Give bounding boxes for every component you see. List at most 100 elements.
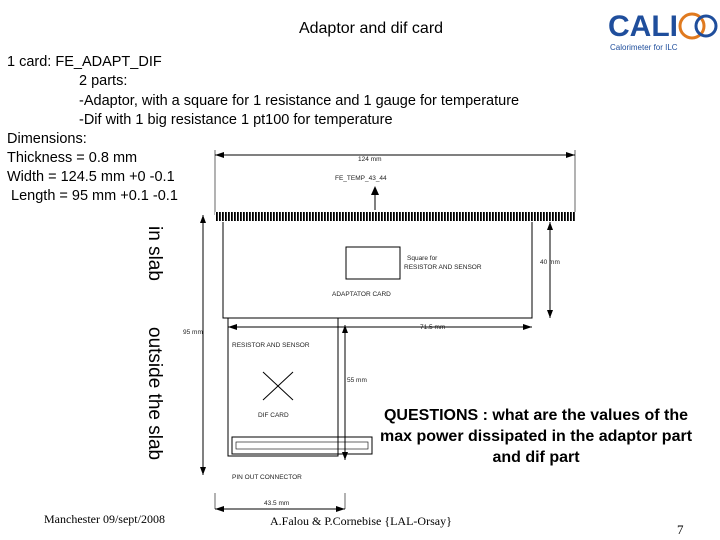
edge-pin [390, 212, 392, 221]
dimensions-heading: Dimensions: [7, 131, 87, 147]
edge-pin [459, 212, 461, 221]
edge-pin [273, 212, 275, 221]
edge-pin [543, 212, 545, 221]
edge-pin [333, 212, 335, 221]
edge-pin [537, 212, 539, 221]
edge-pin [318, 212, 320, 221]
edge-pin [243, 212, 245, 221]
edge-pin [321, 212, 323, 221]
edge-pin [288, 212, 290, 221]
edge-pin [384, 212, 386, 221]
slide-title: Adaptor and dif card [298, 20, 444, 37]
edge-pin [495, 212, 497, 221]
edge-pin [507, 212, 509, 221]
edge-pin [381, 212, 383, 221]
edge-pin [516, 212, 518, 221]
edge-pin [330, 212, 332, 221]
edge-pin [570, 212, 572, 221]
edge-pin [231, 212, 233, 221]
edge-pin [396, 212, 398, 221]
edge-pin [522, 212, 524, 221]
edge-pin [405, 212, 407, 221]
edge-pins [216, 212, 575, 221]
edge-pin [468, 212, 470, 221]
in-slab-label: in slab [144, 226, 165, 281]
edge-pin [222, 212, 224, 221]
edge-pin [246, 212, 248, 221]
edge-pin [462, 212, 464, 221]
edge-pin [282, 212, 284, 221]
edge-pin [267, 212, 269, 221]
edge-pin [573, 212, 575, 221]
edge-pin [450, 212, 452, 221]
dif-card-label: DIF CARD [258, 412, 289, 419]
edge-pin [258, 212, 260, 221]
edge-pin [300, 212, 302, 221]
edge-pin [432, 212, 434, 221]
top-dimension-label: 124 mm [358, 156, 381, 163]
parts-line: 2 parts: [79, 73, 128, 89]
edge-pin [423, 212, 425, 221]
edge-pin [234, 212, 236, 221]
bottom-dimension-label: 43.5 mm [264, 500, 289, 507]
edge-pin [348, 212, 350, 221]
dif-dimension-label: 55 mm [347, 377, 367, 384]
edge-pin [438, 212, 440, 221]
width-line: Width = 124.5 mm +0 -0.1 [7, 169, 175, 185]
edge-pin [420, 212, 422, 221]
edge-pin [489, 212, 491, 221]
edge-pin [492, 212, 494, 221]
edge-pin [555, 212, 557, 221]
edge-pin [528, 212, 530, 221]
edge-pin [357, 212, 359, 221]
edge-pin [471, 212, 473, 221]
edge-pin [561, 212, 563, 221]
edge-pin [255, 212, 257, 221]
edge-pin [519, 212, 521, 221]
edge-pin [534, 212, 536, 221]
dif-part-line: -Dif with 1 big resistance 1 pt100 for t… [79, 112, 393, 128]
question-text: QUESTIONS : what are the values of the m… [379, 407, 693, 466]
edge-pin [498, 212, 500, 221]
edge-pin [411, 212, 413, 221]
edge-pin [417, 212, 419, 221]
edge-pin [285, 212, 287, 221]
edge-pin [237, 212, 239, 221]
edge-pin [303, 212, 305, 221]
logo-wordmark: CALI [608, 10, 678, 43]
edge-pin [552, 212, 554, 221]
edge-pin [447, 212, 449, 221]
edge-pin [510, 212, 512, 221]
edge-pin [219, 212, 221, 221]
logo-tagline: Calorimeter for ILC [610, 43, 678, 52]
edge-pin [366, 212, 368, 221]
edge-pin [441, 212, 443, 221]
edge-pin [378, 212, 380, 221]
edge-pin [297, 212, 299, 221]
adaptor-card-label: ADAPTATOR CARD [332, 291, 391, 298]
edge-pin [342, 212, 344, 221]
reference-label: FE_TEMP_43_44 [335, 175, 387, 182]
footer-authors: A.Falou & P.Cornebise {LAL-Orsay} [270, 514, 452, 528]
edge-pin [435, 212, 437, 221]
edge-pin [315, 212, 317, 221]
edge-pin [369, 212, 371, 221]
edge-pin [465, 212, 467, 221]
edge-pin [567, 212, 569, 221]
resistor-sensor-label: RESISTOR AND SENSOR [232, 342, 310, 349]
edge-pin [312, 212, 314, 221]
edge-pin [402, 212, 404, 221]
edge-pin [486, 212, 488, 221]
pin-out-connector-label: PIN OUT CONNECTOR [232, 474, 302, 481]
edge-pin [216, 212, 218, 221]
length-line: Length = 95 mm +0.1 -0.1 [7, 188, 178, 204]
square-label-1: Square for [407, 255, 438, 262]
edge-pin [429, 212, 431, 221]
edge-pin [531, 212, 533, 221]
thickness-line: Thickness = 0.8 mm [7, 150, 138, 166]
edge-pin [546, 212, 548, 221]
edge-pin [354, 212, 356, 221]
edge-pin [387, 212, 389, 221]
edge-pin [264, 212, 266, 221]
edge-pin [408, 212, 410, 221]
